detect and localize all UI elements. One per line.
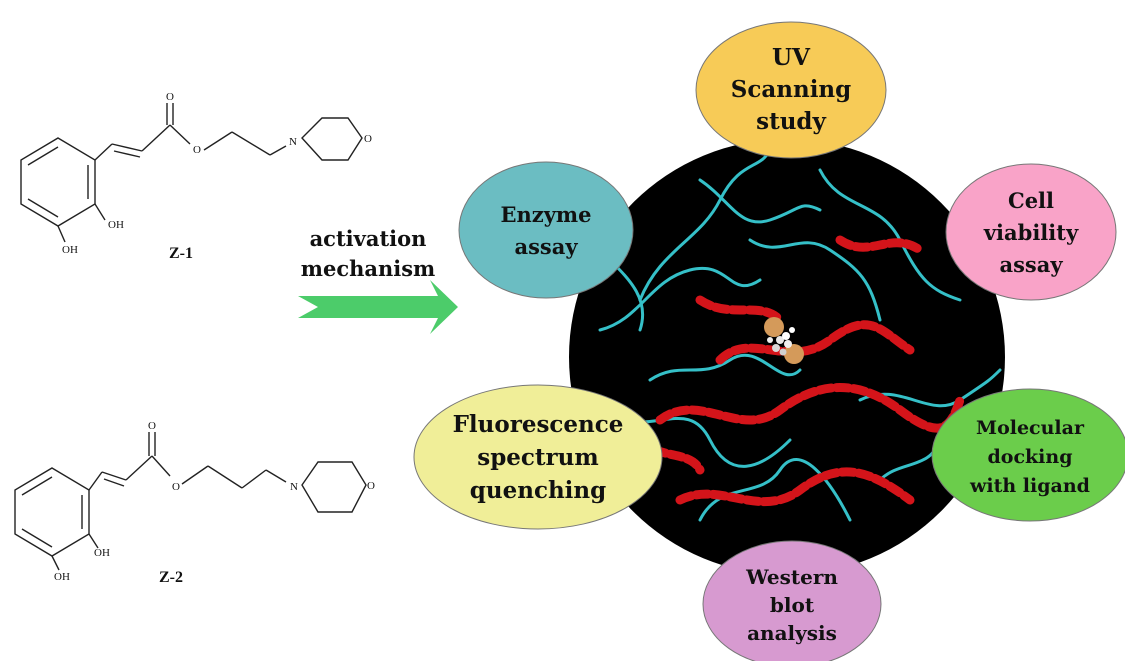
method-cell-line1: Cell <box>1008 188 1054 213</box>
z2-ring-oxygen: O <box>367 480 375 492</box>
z1-ring-oxygen: O <box>364 133 372 145</box>
protein-helix-ribbons <box>635 235 965 507</box>
helix-ribbon <box>655 383 965 433</box>
coil-strand <box>638 148 772 302</box>
method-enzyme-line1: Enzyme <box>501 202 592 227</box>
helix-ribbon <box>715 320 915 365</box>
z1-hydroxyl-label-2: OH <box>62 244 78 256</box>
compound-label-z2: Z-2 <box>159 569 183 586</box>
z2-amine-nitrogen: N <box>290 481 298 493</box>
helix-ribbon <box>835 235 925 255</box>
method-western-line1: Western <box>745 565 838 589</box>
method-western-blot: Western blot analysis <box>702 540 882 661</box>
method-docking-line3: with ligand <box>969 475 1090 497</box>
method-uv-line1: UV <box>772 44 811 71</box>
method-cell-line3: assay <box>999 252 1063 277</box>
arrow-label-line1: activation <box>310 226 427 251</box>
ligand-atom-metal-2 <box>784 344 804 364</box>
method-enzyme-assay: Enzyme assay <box>458 161 634 299</box>
method-western-line3: analysis <box>747 621 837 645</box>
z1-hydroxyl-label: OH <box>108 219 124 231</box>
method-fluorescence-line2: spectrum <box>477 444 598 471</box>
method-uv-scanning: UV Scanning study <box>695 21 887 159</box>
z1-amine-nitrogen: N <box>289 136 297 148</box>
z2-hydroxyl-label-2: OH <box>54 571 70 583</box>
helix-ribbon <box>675 467 915 507</box>
coil-strand <box>598 266 762 332</box>
z2-ester-oxygen: O <box>172 481 180 493</box>
helix-ribbon <box>695 295 785 325</box>
ligand-cluster <box>764 317 804 364</box>
z1-carbonyl-oxygen: O <box>166 91 174 103</box>
coil-strand <box>618 417 792 468</box>
coil-strand <box>698 178 822 224</box>
arrow-label-line2: mechanism <box>301 256 436 281</box>
z2-carbonyl-oxygen: O <box>148 420 156 432</box>
method-molecular-docking: Molecular docking with ligand <box>931 388 1125 522</box>
z2-benzene-ring <box>14 467 90 557</box>
protein-structure <box>569 139 1005 575</box>
method-uv-line2: Scanning <box>731 76 852 103</box>
method-cell-viability: Cell viability assay <box>945 163 1117 301</box>
method-enzyme-line2: assay <box>514 234 578 259</box>
coil-strand <box>748 238 882 322</box>
ligand-atom-metal <box>764 317 784 337</box>
z1-ester-oxygen: O <box>193 144 201 156</box>
method-fluorescence-line1: Fluorescence <box>453 411 624 438</box>
z2-hydroxyl-label: OH <box>94 547 110 559</box>
compound-label-z1: Z-1 <box>169 245 193 262</box>
z1-morpholine-ring <box>301 117 363 161</box>
method-cell-line2: viability <box>983 220 1079 245</box>
method-fluorescence-quenching: Fluorescence spectrum quenching <box>413 384 663 530</box>
method-docking-line2: docking <box>987 446 1072 468</box>
compound-z2-structure: O O N O OH OH <box>14 420 375 583</box>
activation-arrow <box>298 280 458 334</box>
method-western-line2: blot <box>770 593 815 617</box>
compound-z1-structure: O O N O OH OH <box>20 91 372 256</box>
method-uv-line3: study <box>756 108 826 135</box>
coil-strand <box>648 353 802 382</box>
z1-benzene-ring <box>20 137 96 227</box>
coil-strand <box>858 368 1002 408</box>
method-fluorescence-line3: quenching <box>470 477 606 504</box>
z2-morpholine-ring <box>301 461 367 513</box>
method-docking-line1: Molecular <box>976 417 1085 439</box>
